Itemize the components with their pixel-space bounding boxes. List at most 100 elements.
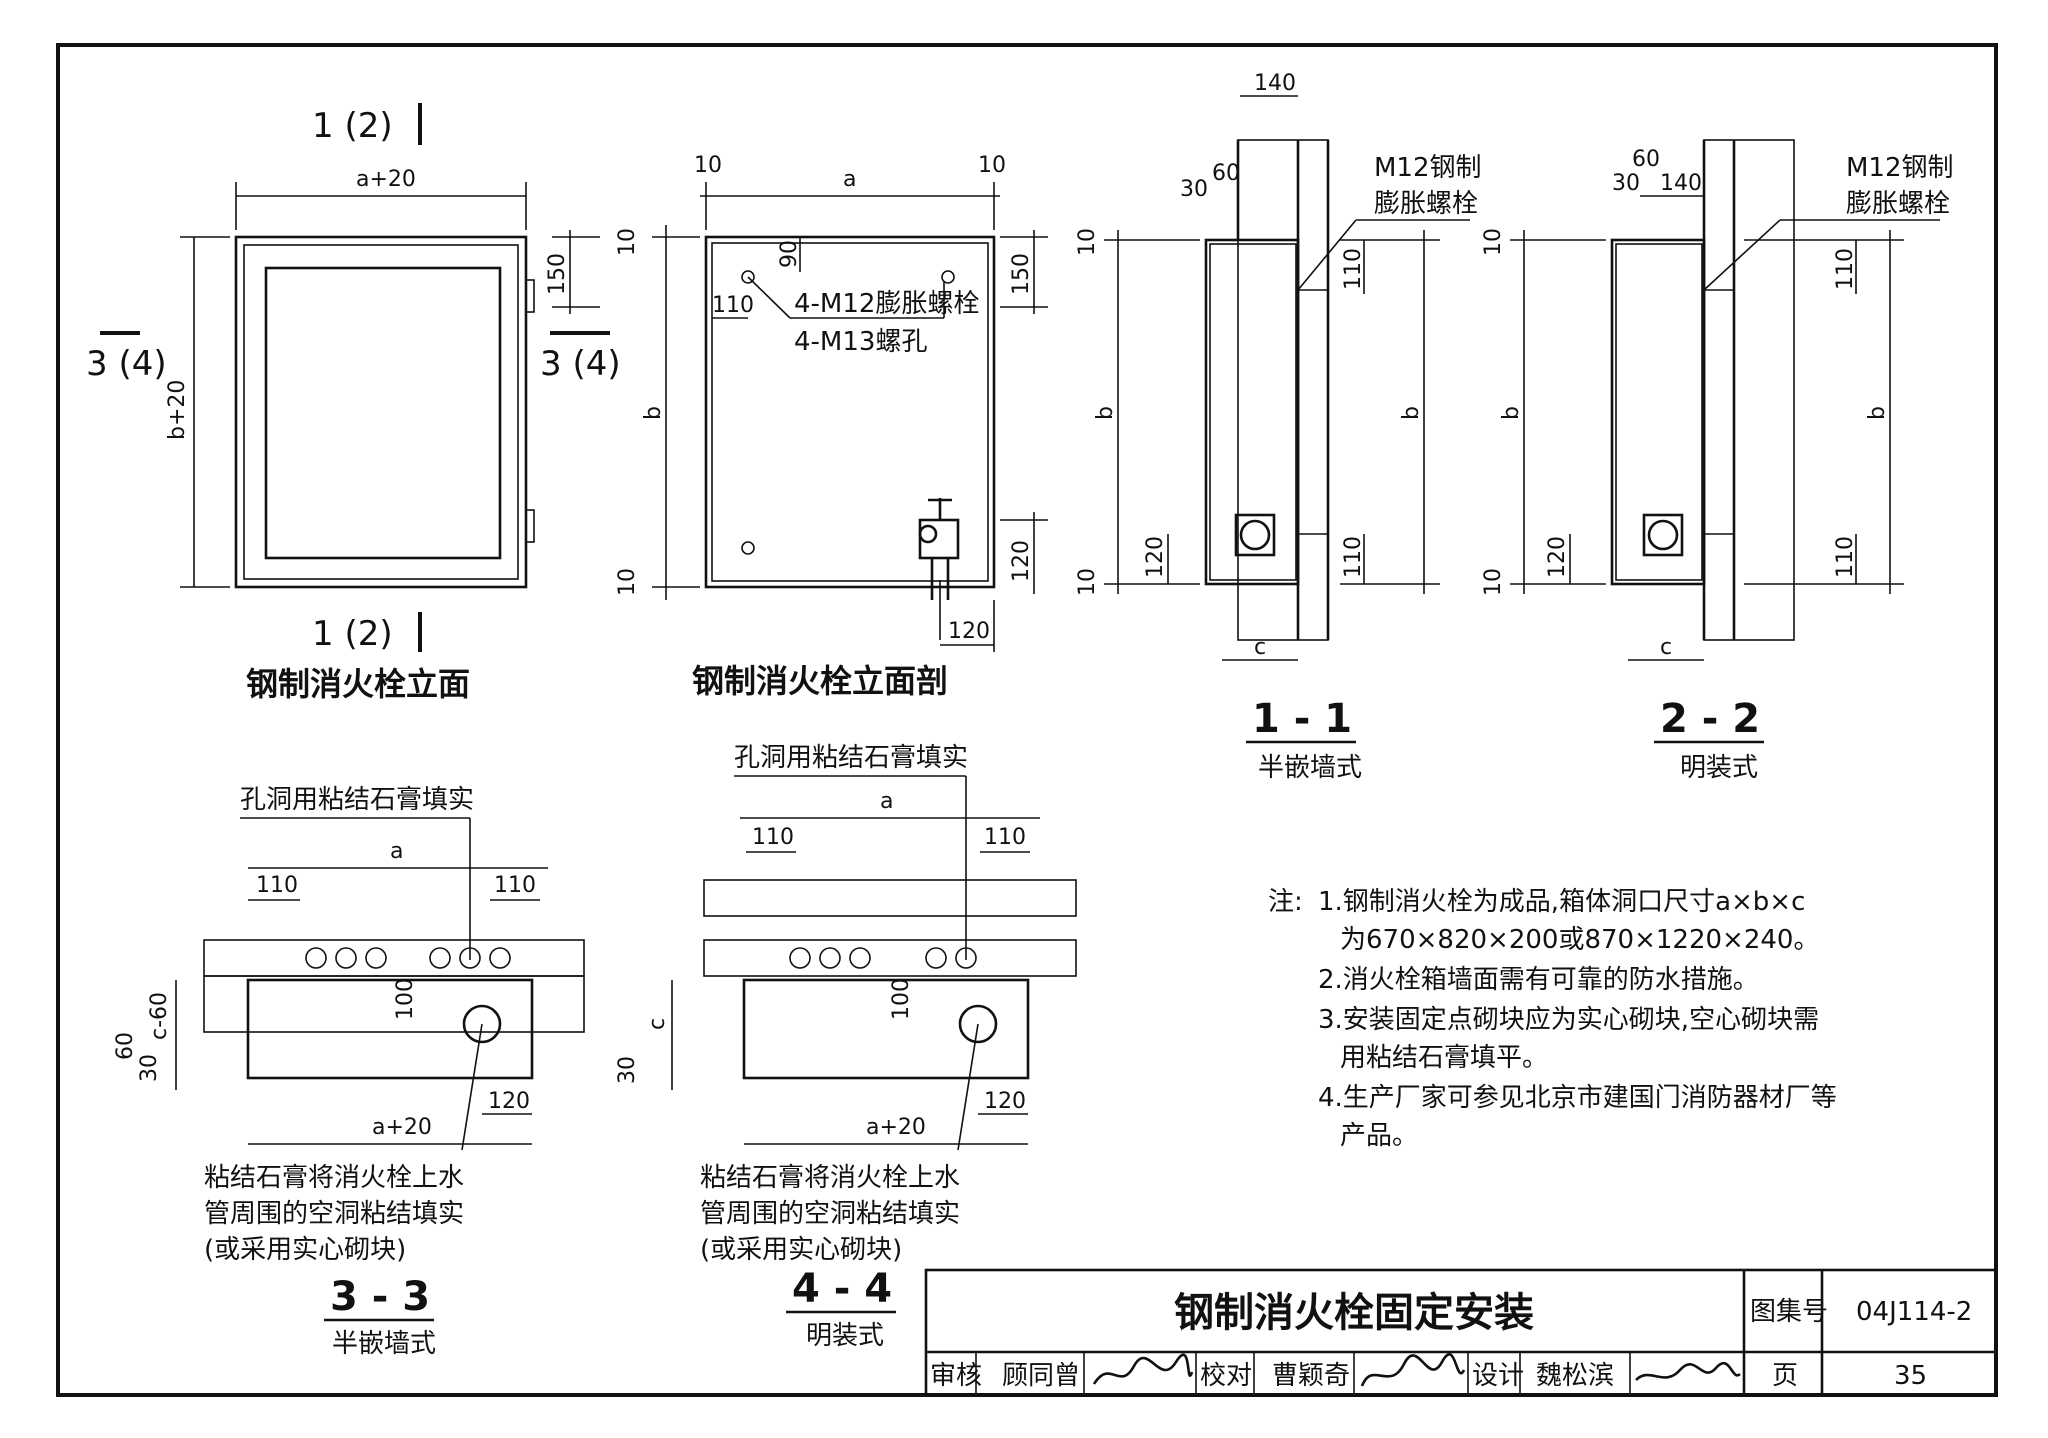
top-label-3: 孔洞用粘结石膏填实 — [240, 785, 474, 815]
bottom-label-4a: 粘结石膏将消火栓上水 — [700, 1163, 960, 1193]
dim-a-4: a — [880, 789, 893, 814]
dim-150-sec: 150 — [1009, 253, 1034, 295]
section-2-2-title: 2 - 2 — [1660, 696, 1760, 742]
section-4-4-subtitle: 明装式 — [806, 1321, 884, 1351]
dim-110-4a: 110 — [752, 825, 794, 850]
dim-100-3: 100 — [393, 978, 418, 1020]
design-label: 设计 — [1472, 1361, 1524, 1391]
dim-120-v: 120 — [1009, 540, 1034, 582]
dim-10-top: 10 — [615, 228, 640, 256]
section-mark-right: 3 (4) — [540, 344, 621, 384]
elevation-section-title: 钢制消火栓立面剖 — [692, 662, 948, 700]
elevation-section-view: 10 a 10 b 10 10 90 110 4-M12膨胀螺栓 4-M13螺孔… — [615, 153, 1048, 700]
bolt-label: 4-M12膨胀螺栓 — [794, 289, 979, 319]
dim-b-2r: b — [1865, 406, 1890, 420]
dim-110: 110 — [712, 293, 754, 318]
elevation-title: 钢制消火栓立面 — [246, 665, 470, 703]
dim-b-1r: b — [1399, 406, 1424, 420]
valve-icon — [1234, 513, 1276, 557]
bottom-label-4c: (或采用实心砌块) — [700, 1235, 902, 1265]
check-label: 校对 — [1200, 1361, 1252, 1391]
title-block: 钢制消火栓固定安装 图集号 04J114-2 审核 顾同曾 校对 曹颖奇 设计 … — [924, 1268, 1998, 1397]
dim-a20-3: a+20 — [372, 1115, 432, 1140]
wall-block-1-1 — [1237, 139, 1329, 641]
dim-150: 150 — [545, 253, 570, 295]
section-2-2-subtitle: 明装式 — [1680, 753, 1758, 783]
review-name: 顾同曾 — [1002, 1361, 1080, 1391]
dim-a: a — [843, 167, 856, 192]
top-label-4: 孔洞用粘结石膏填实 — [734, 743, 968, 773]
dim-110-4b: 110 — [984, 825, 1026, 850]
section-mark-bottom: 1 (2) — [312, 614, 393, 654]
check-signature — [1360, 1353, 1466, 1387]
bolt-label-2b: 膨胀螺栓 — [1846, 189, 1950, 219]
dim-30-4: 30 — [615, 1056, 640, 1084]
dim-110-2a: 110 — [1833, 248, 1858, 290]
dim-120-3: 120 — [488, 1089, 530, 1114]
filled-holes-3 — [305, 947, 511, 969]
dim-c-4: c — [645, 1018, 670, 1030]
elevation-view: 1 (2) 1 (2) 3 (4) 3 (4) a+20 b+20 150 钢制… — [86, 103, 621, 703]
wall-4-4b — [703, 939, 1077, 977]
bottom-label-3a: 粘结石膏将消火栓上水 — [204, 1163, 464, 1193]
dim-140: 140 — [1254, 71, 1296, 96]
dim-10-1a: 10 — [1075, 228, 1100, 256]
dim-60-3: 60 — [113, 1032, 138, 1060]
dim-c-2: c — [1660, 635, 1672, 660]
dim-b: b — [641, 406, 666, 420]
dim-120-2: 120 — [1545, 536, 1570, 578]
atlas-number: 04J114-2 — [1856, 1297, 1972, 1327]
dim-10-bottom: 10 — [615, 568, 640, 596]
section-3-3: 孔洞用粘结石膏填实 a 110 110 100 c-60 60 30 120 a… — [113, 785, 585, 1359]
wall-block-2-2 — [1703, 139, 1795, 641]
dim-110-1b: 110 — [1341, 536, 1366, 578]
dim-c60-3: c-60 — [147, 992, 172, 1040]
dim-a20-4: a+20 — [866, 1115, 926, 1140]
dim-140-2: 140 — [1660, 171, 1702, 196]
drawing-title: 钢制消火栓固定安装 — [1174, 1290, 1534, 1336]
bottom-label-3c: (或采用实心砌块) — [204, 1235, 406, 1265]
dim-10-left: 10 — [694, 153, 722, 178]
section-1-1: 140 30 60 b 10 10 b 110 110 120 c M12钢制 … — [1075, 71, 1482, 783]
dim-110-2b: 110 — [1833, 536, 1858, 578]
note-line: 4.生产厂家可参见北京市建国门消防器材厂等 — [1318, 1083, 1837, 1113]
dim-b-1: b — [1093, 406, 1118, 420]
dim-120-h: 120 — [948, 619, 990, 644]
section-3-3-subtitle: 半嵌墙式 — [332, 1329, 436, 1359]
dim-b-2: b — [1499, 406, 1524, 420]
bottom-label-3b: 管周围的空洞粘结填实 — [204, 1199, 464, 1229]
notes-prefix: 注: — [1268, 887, 1303, 917]
filled-holes-4 — [789, 947, 977, 969]
notes: 注: 1.钢制消火栓为成品,箱体洞口尺寸a×b×c 为670×820×200或8… — [1268, 887, 1837, 1151]
dim-10-2b: 10 — [1481, 568, 1506, 596]
review-signature — [1092, 1353, 1194, 1385]
dim-30-3: 30 — [137, 1054, 162, 1082]
section-2-2: 30 60 140 b 10 10 b 110 110 120 c M12钢制 … — [1481, 139, 1954, 783]
bolt-label-2a: M12钢制 — [1846, 153, 1954, 183]
section-3-3-title: 3 - 3 — [330, 1274, 430, 1320]
section-4-4: 孔洞用粘结石膏填实 a 110 110 100 c 30 120 a+20 粘结… — [615, 743, 1077, 1351]
note-line: 为670×820×200或870×1220×240。 — [1340, 925, 1819, 955]
section-4-4-title: 4 - 4 — [792, 1266, 892, 1312]
dim-30-2: 30 — [1612, 171, 1640, 196]
atlas-label: 图集号 — [1750, 1297, 1828, 1327]
valve-icon — [918, 498, 960, 640]
bottom-label-4b: 管周围的空洞粘结填实 — [700, 1199, 960, 1229]
dim-120-1: 120 — [1143, 536, 1168, 578]
cabinet-4-4 — [742, 978, 1030, 1080]
wall-3-3 — [203, 939, 585, 977]
dim-110-3b: 110 — [494, 873, 536, 898]
page-label: 页 — [1772, 1361, 1798, 1391]
dim-height: b+20 — [165, 380, 190, 440]
dim-60-2: 60 — [1632, 147, 1660, 172]
dim-a-3: a — [390, 839, 403, 864]
dim-120-4: 120 — [984, 1089, 1026, 1114]
note-line: 1.钢制消火栓为成品,箱体洞口尺寸a×b×c — [1318, 887, 1805, 917]
dim-90: 90 — [777, 240, 802, 268]
bolt-label-2: 膨胀螺栓 — [1374, 189, 1478, 219]
dim-30: 30 — [1180, 177, 1208, 202]
note-line: 用粘结石膏填平。 — [1340, 1043, 1548, 1073]
section-mark-left: 3 (4) — [86, 344, 167, 384]
dim-10-right: 10 — [978, 153, 1006, 178]
